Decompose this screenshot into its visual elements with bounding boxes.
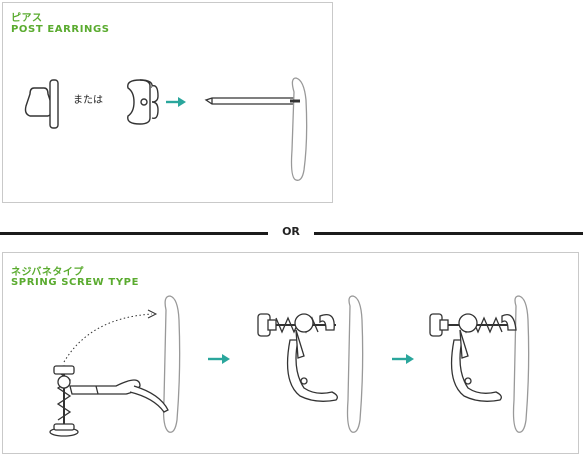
divider-or-label: OR	[282, 225, 300, 238]
arrow-right-icon	[166, 97, 186, 107]
divider-right-rule	[314, 232, 583, 235]
screw-clip-stage-3	[429, 295, 530, 433]
earlobe-icon	[290, 77, 308, 181]
divider-left-rule	[0, 232, 268, 235]
arrow-right-icon-2	[208, 354, 230, 364]
arrow-right-icon-3	[392, 354, 414, 364]
earring-back-icon	[24, 79, 59, 129]
screw-clip-icon	[49, 295, 181, 437]
screw-clip-stage-2	[257, 295, 364, 433]
spring-screw-title-jp: ネジバネタイプ	[11, 267, 84, 278]
post-earrings-title-en: POST EARRINGS	[11, 24, 110, 35]
post-earrings-title-jp: ピアス	[11, 13, 43, 24]
earring-post-icon	[204, 97, 297, 105]
or-text-jp: または	[73, 95, 103, 106]
dotted-curve-arrow-icon	[63, 309, 158, 363]
butterfly-clutch-icon	[127, 79, 159, 125]
spring-screw-title-en: SPRING SCREW TYPE	[11, 277, 140, 288]
